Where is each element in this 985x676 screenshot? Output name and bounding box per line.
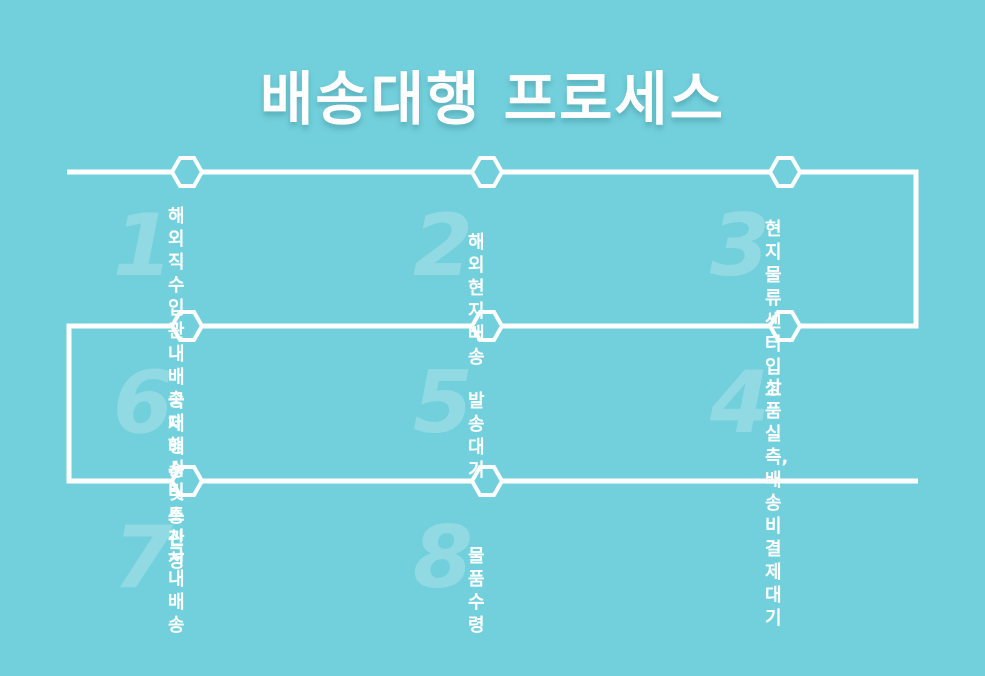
hexagon-markers xyxy=(169,156,803,497)
step-label: 발송대기 xyxy=(468,391,485,481)
step-number: 5 xyxy=(413,353,473,453)
hexagon-marker-3 xyxy=(767,156,803,188)
hexagon-marker-6 xyxy=(169,310,205,342)
step-label: 물품수령 xyxy=(468,546,485,636)
step-number: 3 xyxy=(710,196,770,296)
step-number: 4 xyxy=(710,353,770,453)
step-label: 국제배송 및 통관 xyxy=(168,391,185,550)
step-number: 1 xyxy=(113,196,173,296)
step-label: 상품실측, 배송비 결제대기 xyxy=(765,378,789,629)
step-label: 국내배송 xyxy=(168,546,185,636)
step-label: 현지 물류센터 입고 xyxy=(765,219,782,401)
hexagon-marker-5 xyxy=(469,310,505,342)
step-number: 6 xyxy=(113,353,173,453)
step-number: 2 xyxy=(413,196,473,296)
page-title: 배송대행 프로세스 xyxy=(259,65,726,133)
hexagon-marker-2 xyxy=(469,156,505,188)
step-number: 8 xyxy=(413,508,473,608)
hexagon-marker-7 xyxy=(169,465,205,497)
step-label: 해외직수입관 내 배송대행 서비스 신청 xyxy=(168,206,185,572)
step-label: 해외 현지배송 xyxy=(468,232,485,368)
hexagon-marker-4 xyxy=(767,310,803,342)
hexagon-marker-1 xyxy=(169,156,205,188)
hexagon-marker-8 xyxy=(469,465,505,497)
step-number: 7 xyxy=(113,508,173,608)
